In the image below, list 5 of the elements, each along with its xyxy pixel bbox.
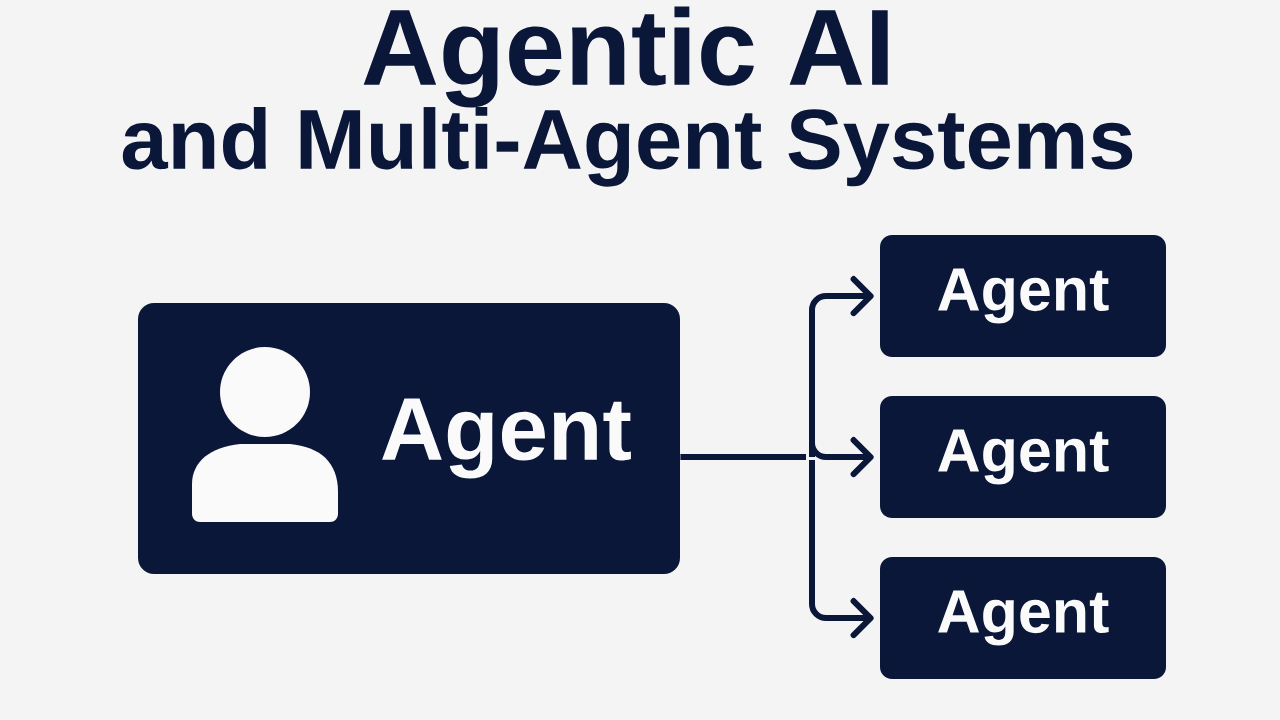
title: Agentic AI and Multi-Agent Systems	[122, 6, 1133, 187]
arrow	[809, 460, 874, 638]
agent-box: Agent	[880, 396, 1166, 518]
agent-box: Agent	[880, 235, 1166, 357]
agent-box: Agent	[880, 557, 1166, 679]
